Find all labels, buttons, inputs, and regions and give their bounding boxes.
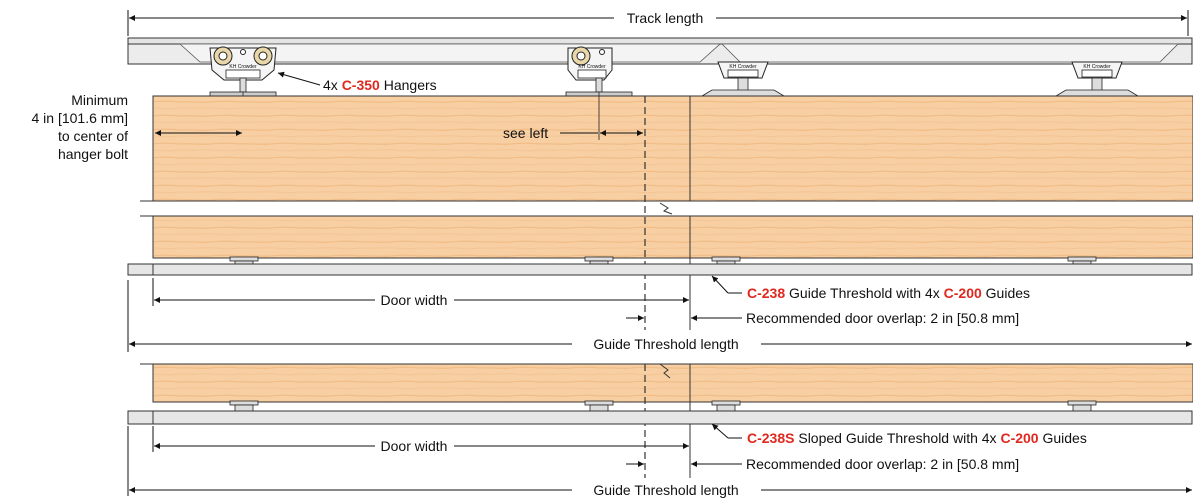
hanger-brand-label: KH Crowder (1083, 64, 1111, 70)
svg-text:C-238S Sloped Guide Thre: C-238S Sloped Guide Threshold with 4x C-… (747, 430, 1087, 446)
threshold-1-code: C-238 (747, 285, 785, 301)
track-length-label: Track length (627, 10, 704, 26)
guide-threshold-c238s (127, 410, 1193, 425)
threshold-2-text: Sloped Guide Threshold with 4x (798, 430, 996, 446)
minimum-note: Minimum 4 in [101.6 mm] to center of han… (32, 92, 242, 162)
hanger-text: Hangers (384, 77, 437, 93)
overlap-label: Recommended door overlap: 2 in [50.8 mm] (746, 456, 1019, 472)
hanger-code: C-350 (342, 77, 380, 93)
break-lines (140, 200, 1193, 217)
min-line-4: hanger bolt (58, 146, 128, 162)
guide-threshold-length-1: Guide Threshold length (127, 280, 1192, 352)
threshold-2-callout: C-238S Sloped Guide Threshold with 4x C-… (711, 423, 1087, 446)
door-width-label: Door width (381, 438, 448, 454)
guide-threshold-length-label: Guide Threshold length (593, 336, 738, 352)
min-line-3: to center of (58, 128, 128, 144)
guide-threshold-c238 (127, 263, 1193, 276)
min-line-2: 4 in [101.6 mm] (32, 110, 129, 126)
overlap-dimension-1: Recommended door overlap: 2 in [50.8 mm] (626, 310, 1019, 326)
guide-threshold-length-label: Guide Threshold length (593, 482, 738, 498)
door-right-lower (689, 215, 1193, 259)
threshold-2-code: C-238S (747, 430, 794, 446)
svg-text:4x C-350 Hangers: 4x C-350 Hangers (323, 77, 437, 93)
threshold-1-callout: C-238 Guide Threshold with 4x C-200 Guid… (711, 275, 1030, 301)
door-width-label: Door width (381, 292, 448, 308)
overlap-dimension-2: Recommended door overlap: 2 in [50.8 mm] (626, 456, 1019, 472)
see-left-note: see left (503, 96, 643, 141)
door-right-sloped (689, 363, 1193, 403)
hanger-brand-label: KH Crowder (729, 64, 757, 70)
door-width-dimension-2: Door width (152, 426, 689, 454)
track-rail (127, 37, 1193, 65)
threshold-1-guide-text: Guides (986, 285, 1030, 301)
door-left-upper (152, 95, 691, 202)
threshold-2-guide-code: C-200 (1000, 430, 1038, 446)
door-left-lower (152, 215, 691, 259)
min-line-1: Minimum (71, 92, 128, 108)
door-width-dimension-1: Door width (152, 278, 689, 308)
threshold-1-text: Guide Threshold with 4x (789, 285, 940, 301)
guide-threshold-length-2: Guide Threshold length (127, 426, 1192, 498)
hanger-qty: 4x (323, 77, 338, 93)
threshold-2-guide-text: Guides (1042, 430, 1086, 446)
see-left-label: see left (503, 125, 548, 141)
hanger-c350-3: KH Crowder (700, 61, 786, 97)
hanger-callout: 4x C-350 Hangers (277, 71, 437, 93)
hanger-brand-label: KH Crowder (578, 64, 606, 70)
track-length-dimension: Track length (127, 10, 1189, 36)
door-right-upper (689, 95, 1193, 202)
hanger-c350-4: KH Crowder (1054, 61, 1140, 97)
threshold-1-guide-code: C-200 (944, 285, 982, 301)
hanger-brand-label: KH Crowder (229, 64, 257, 70)
svg-text:C-238 Guide Threshold wi: C-238 Guide Threshold with 4x C-200 Guid… (747, 285, 1030, 301)
overlap-label: Recommended door overlap: 2 in [50.8 mm] (746, 310, 1019, 326)
door-left-sloped (152, 363, 691, 403)
